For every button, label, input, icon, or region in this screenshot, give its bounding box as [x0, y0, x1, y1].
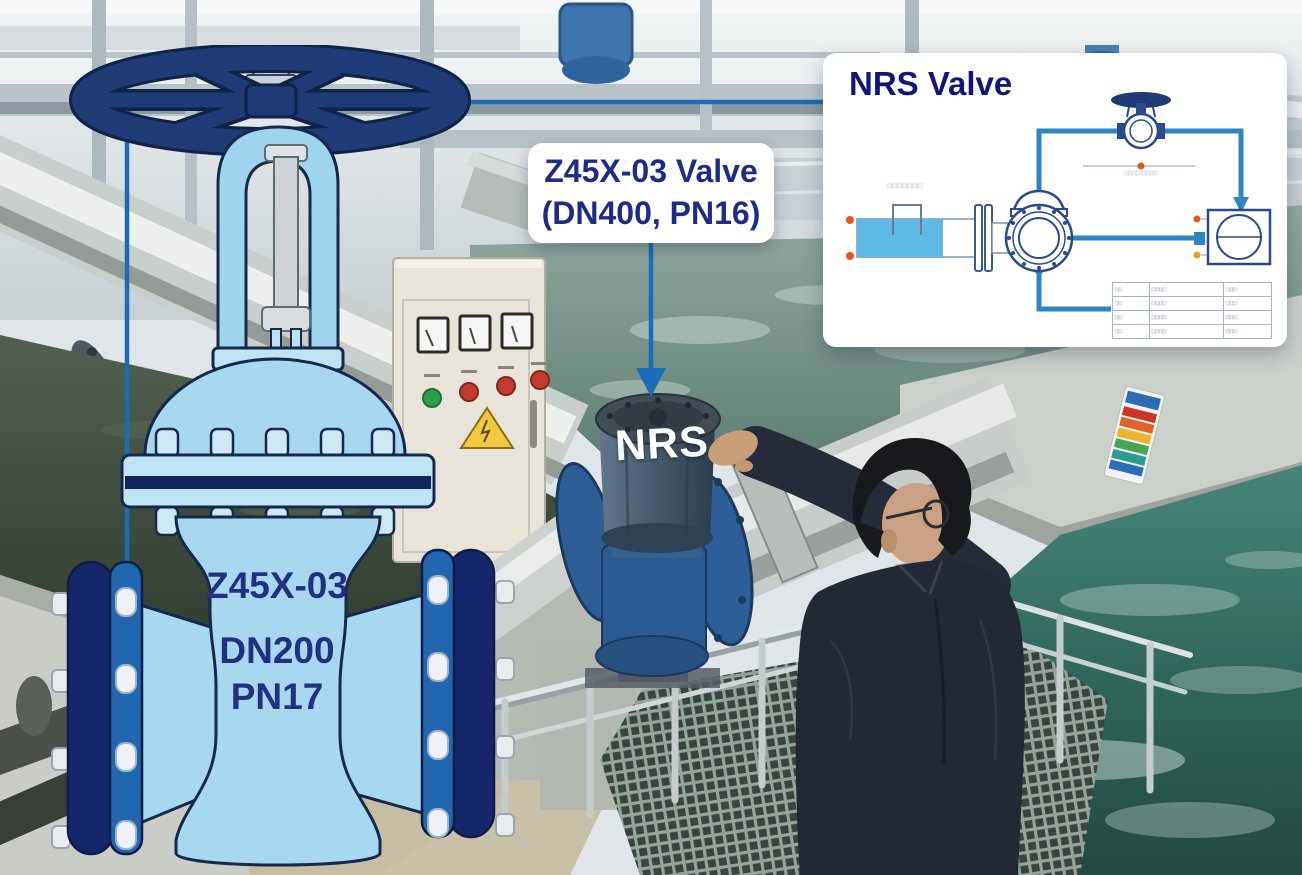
callout-line2: (DN400, PN16) [541, 195, 761, 231]
inset-title: NRS Valve [849, 65, 1013, 102]
illustration-pn-label: PN17 [230, 676, 324, 717]
spec-table: □□□□□□□□□ □□□□□□□□□ □□□□□□□□□ □□□□□□□□□ [1112, 282, 1273, 339]
bypass-annotation: □□□□ □□□□ [1124, 170, 1158, 177]
handwheel [69, 45, 471, 157]
tank-annotation: □□□□□□□ [887, 181, 923, 190]
valve-body [174, 515, 382, 867]
callout-box: Z45X-03 Valve (DN400, PN16) [528, 143, 774, 243]
left-flange [51, 560, 144, 856]
valve-brand-text: NRS [613, 417, 711, 471]
technician-glasses [885, 499, 950, 529]
illustration-dn-label: DN200 [219, 630, 335, 671]
gate-valve-illustration [51, 45, 515, 867]
valve-stem [261, 144, 311, 358]
right-flange [420, 548, 515, 839]
table-row: □□□□□□□□□ [1112, 310, 1273, 325]
table-row: □□□□□□□□□ [1112, 282, 1273, 297]
bypass-valve-symbol [1083, 92, 1195, 170]
technician-hair [852, 437, 972, 556]
rainbow-level-sticker [1103, 386, 1165, 485]
technician-face [882, 483, 950, 565]
inset-panel: NRS Valve [823, 53, 1287, 347]
gauge-box-symbol [1193, 208, 1272, 266]
table-row: □□□□□□□□□ [1112, 296, 1273, 311]
main-valve-symbol [1004, 189, 1074, 273]
sample-tank [846, 204, 1009, 272]
illustration-model-label: Z45X-03 [206, 565, 348, 606]
table-row: □□□□□□□□□ [1112, 324, 1273, 339]
valve-schematic [846, 92, 1272, 312]
callout-line1: Z45X-03 Valve [544, 153, 758, 190]
technician-jacket [795, 560, 1025, 875]
